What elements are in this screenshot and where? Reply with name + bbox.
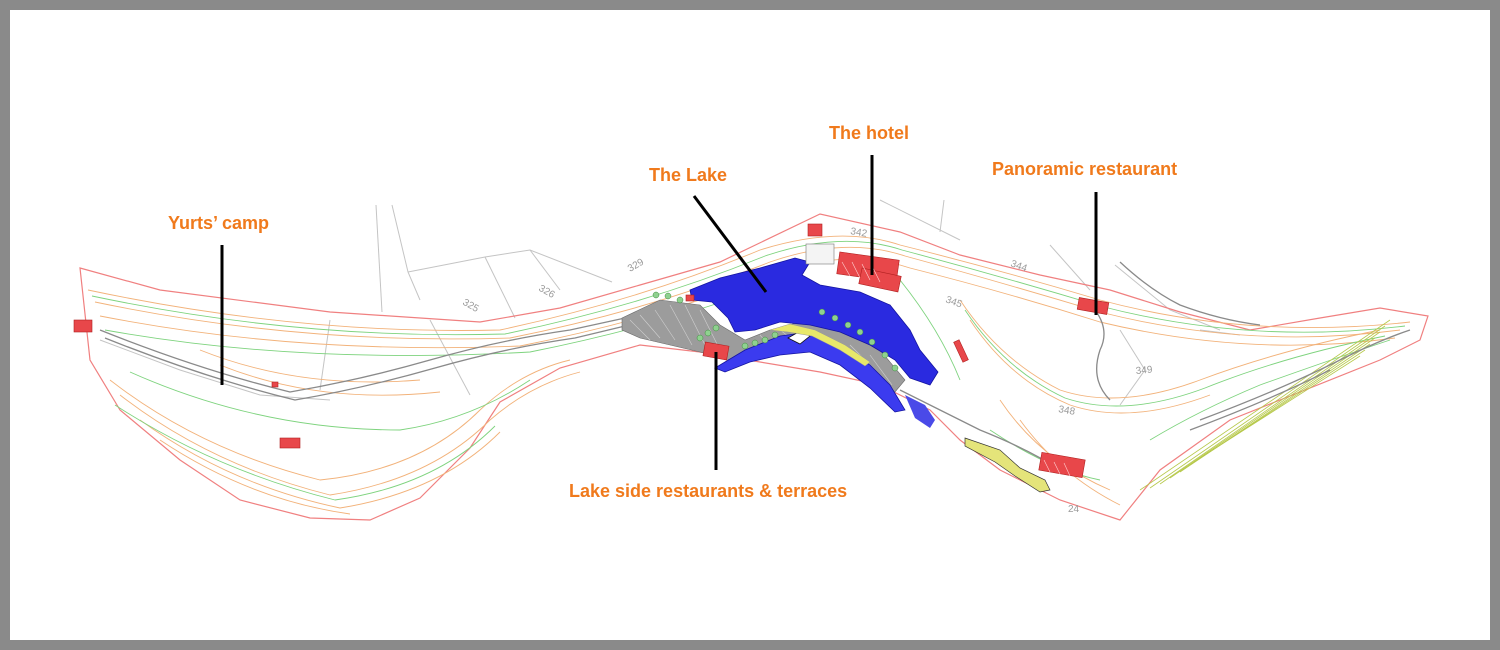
- contours-orange: [87, 235, 1411, 515]
- contour-label-325: 325: [461, 297, 481, 315]
- roads: [99, 261, 1411, 471]
- lakeshore-vegetation: [652, 291, 899, 372]
- contour-label-348: 348: [1057, 404, 1076, 418]
- contour-label-342: 342: [849, 226, 868, 240]
- contour-label-344: 344: [1009, 258, 1029, 274]
- site-boundary: [79, 213, 1429, 521]
- contour-label-329: 329: [626, 257, 646, 275]
- contour-label-345: 345: [944, 294, 964, 310]
- label-lakeside-restaurants: Lake side restaurants & terraces: [569, 481, 848, 501]
- pointer-lines: [220, 155, 1098, 470]
- label-panoramic-restaurant: Panoramic restaurant: [992, 159, 1178, 179]
- valley-slope: [1139, 319, 1391, 491]
- buildings: [73, 223, 1110, 479]
- contour-label-326: 326: [537, 283, 557, 301]
- stream: [905, 395, 935, 428]
- hotel-annex: [805, 243, 835, 265]
- contour-label-24: 24: [1068, 504, 1080, 515]
- pointer-lake: [692, 195, 768, 293]
- label-the-hotel: The hotel: [829, 123, 909, 143]
- label-the-lake: The Lake: [649, 165, 728, 185]
- contour-label-349: 349: [1135, 365, 1153, 377]
- yellow-trail: [964, 437, 1051, 493]
- label-yurts-camp: Yurts’ camp: [168, 213, 270, 233]
- yellow-path: [769, 323, 871, 367]
- cadastral-lines: [99, 199, 1241, 406]
